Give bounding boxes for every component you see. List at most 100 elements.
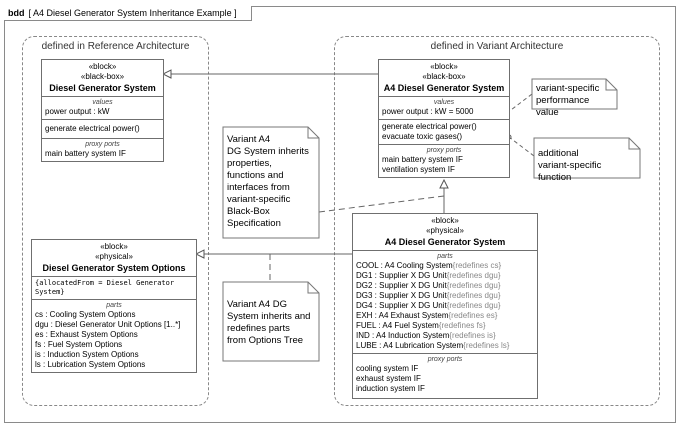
note-func: additional variant-specific function [534,144,640,183]
ports-compartment: proxy ports main battery system IF venti… [379,144,509,177]
part-property: DG4 : Supplier X DG Unit{redefines dgu} [356,301,534,311]
redefines-label: {redefines cs} [452,261,502,270]
block-diesel-generator-system-options[interactable]: «block» «physical» Diesel Generator Syst… [31,239,197,373]
block-header: «block» «black-box» Diesel Generator Sys… [42,60,163,96]
diagram-frame-header: bdd[ A4 Diesel Generator System Inherita… [4,6,252,21]
allocated-from-constraint: {allocatedFrom = Diesel Generator System… [35,279,175,296]
part-property: IND : A4 Induction System{redefines is} [356,331,534,341]
note-shape-inherit-bb [222,126,320,239]
redefines-label: {redefines dgu} [446,271,501,280]
part-property: COOL : A4 Cooling System{redefines cs} [356,261,534,271]
parts-compartment: parts COOL : A4 Cooling System{redefines… [353,250,537,353]
note-fold-inherit-parts [307,282,319,294]
part-name: DG3 : Supplier X DG Unit [356,291,447,300]
parts-compartment: parts cs : Cooling System Options dgu : … [32,299,196,372]
block-a4-diesel-generator-system-physical[interactable]: «block» «physical» A4 Diesel Generator S… [352,213,538,399]
constraint-compartment: {allocatedFrom = Diesel Generator System… [32,276,196,299]
redefines-label: {redefines fs} [438,321,486,330]
part-property: DG2 : Supplier X DG Unit{redefines dgu} [356,281,534,291]
block-header: «block» «physical» A4 Diesel Generator S… [353,214,537,250]
compartment-title: proxy ports [427,356,463,363]
stereotype-label: «physical» [426,226,464,235]
block-name: Diesel Generator System Options [42,263,186,273]
value-property: power output : kW [45,107,110,116]
part-name: LUBE : A4 Lubrication System [356,341,464,350]
block-header: «block» «physical» Diesel Generator Syst… [32,240,196,276]
compartment-title: parts [106,302,122,309]
compartment-title: proxy ports [426,147,462,154]
note-shape-inherit-parts [222,281,320,362]
proxy-port: main battery system IF [45,149,126,158]
diagram-frame [4,6,676,423]
compartment-title: values [92,99,113,106]
note-fold-func [628,138,640,150]
note-func-text: additional variant-specific function [538,148,602,183]
proxy-port: cooling system IF [356,364,419,373]
block-a4-diesel-generator-system-blackbox[interactable]: «block» «black-box» A4 Diesel Generator … [378,59,510,178]
diagram-kind: bdd [8,8,25,18]
note-fold-perf [605,79,617,91]
block-name: A4 Diesel Generator System [384,237,506,247]
note-inherit-bb: Variant A4 DG System inherits properties… [223,127,319,238]
part-property: FUEL : A4 Fuel System{redefines fs} [356,321,534,331]
redefines-label: {redefines dgu} [446,301,501,310]
part-name: EXH : A4 Exhaust System [356,311,449,320]
note-anchor-func [508,136,535,157]
part-property: fs : Fuel System Options [35,340,123,349]
part-name: IND : A4 Induction System [356,331,450,340]
part-name: DG1 : Supplier X DG Unit [356,271,447,280]
proxy-port: induction system IF [356,384,425,393]
redefines-label: {redefines dgu} [446,291,501,300]
operation: generate electrical power() [382,122,477,131]
values-compartment: values power output : kW [42,96,163,119]
ports-compartment: proxy ports main battery system IF [42,138,163,161]
diagram-title: [ A4 Diesel Generator System Inheritance… [28,8,237,18]
proxy-port: main battery system IF [382,155,463,164]
operation: generate electrical power() [45,124,140,133]
stereotype-label: «block» [100,242,128,251]
stereotype-label: «block» [431,216,459,225]
note-anchor-perf [506,93,533,114]
redefines-label: {redefines dgu} [446,281,501,290]
compartment-title: parts [437,253,453,260]
part-property: dgu : Diesel Generator Unit Options [1..… [35,320,181,329]
block-header: «block» «black-box» A4 Diesel Generator … [379,60,509,96]
block-name: A4 Diesel Generator System [383,83,505,93]
stereotype-label: «black-box» [422,72,466,81]
stereotype-label: «block» [430,62,458,71]
region-reference-title: defined in Reference Architecture [41,41,190,52]
stereotype-label: «block» [88,62,117,71]
note-shape-perf [531,78,618,110]
part-name: FUEL : A4 Fuel System [356,321,439,330]
redefines-label: {redefines ls} [463,341,510,350]
note-fold-inherit-bb [307,127,319,139]
compartment-title: proxy ports [85,141,120,148]
note-perf-text: variant-specific performance value [536,83,600,118]
part-property: cs : Cooling System Options [35,310,136,319]
ports-compartment: proxy ports cooling system IF exhaust sy… [353,353,537,398]
note-anchor-inherit-bb [318,195,445,213]
stereotype-label: «physical» [95,252,133,261]
part-property: is : Induction System Options [35,350,139,359]
proxy-port: exhaust system IF [356,374,421,383]
part-name: COOL : A4 Cooling System [356,261,453,270]
part-property: LUBE : A4 Lubrication System{redefines l… [356,341,534,351]
block-name: Diesel Generator System [49,83,156,93]
operation: evacuate toxic gases() [382,132,463,141]
part-property: ls : Lubrication System Options [35,360,146,369]
part-property: DG1 : Supplier X DG Unit{redefines dgu} [356,271,534,281]
note-perf: variant-specific performance value [532,79,617,118]
operations-compartment: generate electrical power() evacuate tox… [379,119,509,144]
part-name: DG4 : Supplier X DG Unit [356,301,447,310]
part-property: es : Exhaust System Options [35,330,138,339]
values-compartment: values power output : kW = 5000 [379,96,509,119]
part-name: DG2 : Supplier X DG Unit [356,281,447,290]
region-variant-architecture: defined in Variant Architecture [334,36,660,406]
redefines-label: {redefines is} [449,331,496,340]
operations-compartment: generate electrical power() [42,119,163,138]
note-inherit-parts: Variant A4 DG System inherits and redefi… [223,282,319,361]
block-diesel-generator-system[interactable]: «block» «black-box» Diesel Generator Sys… [41,59,164,162]
region-reference-architecture: defined in Reference Architecture [22,36,209,406]
redefines-label: {redefines es} [448,311,498,320]
